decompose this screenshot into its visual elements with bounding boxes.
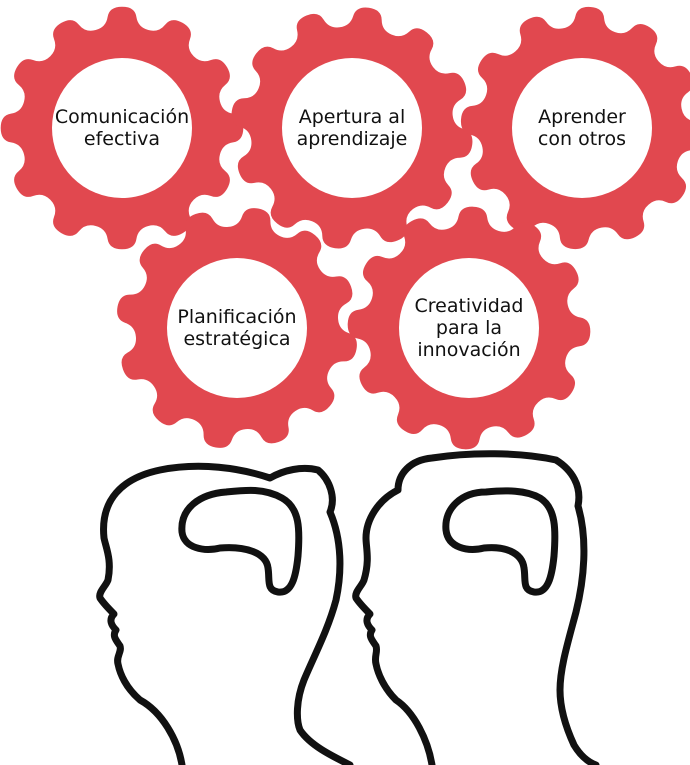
gear-center [399,258,539,398]
woman-head-brain-icon [96,462,354,765]
man-head-brain-icon [352,450,600,765]
gear-center [167,258,307,398]
gear-aprender [460,6,690,250]
gear-planificacion [117,208,357,448]
gear-center [52,58,192,198]
gear-comunicacion [0,6,244,250]
gear-apertura [231,7,473,249]
gear-center [282,58,422,198]
gear-center [512,58,652,198]
gear-creatividad [347,206,591,450]
